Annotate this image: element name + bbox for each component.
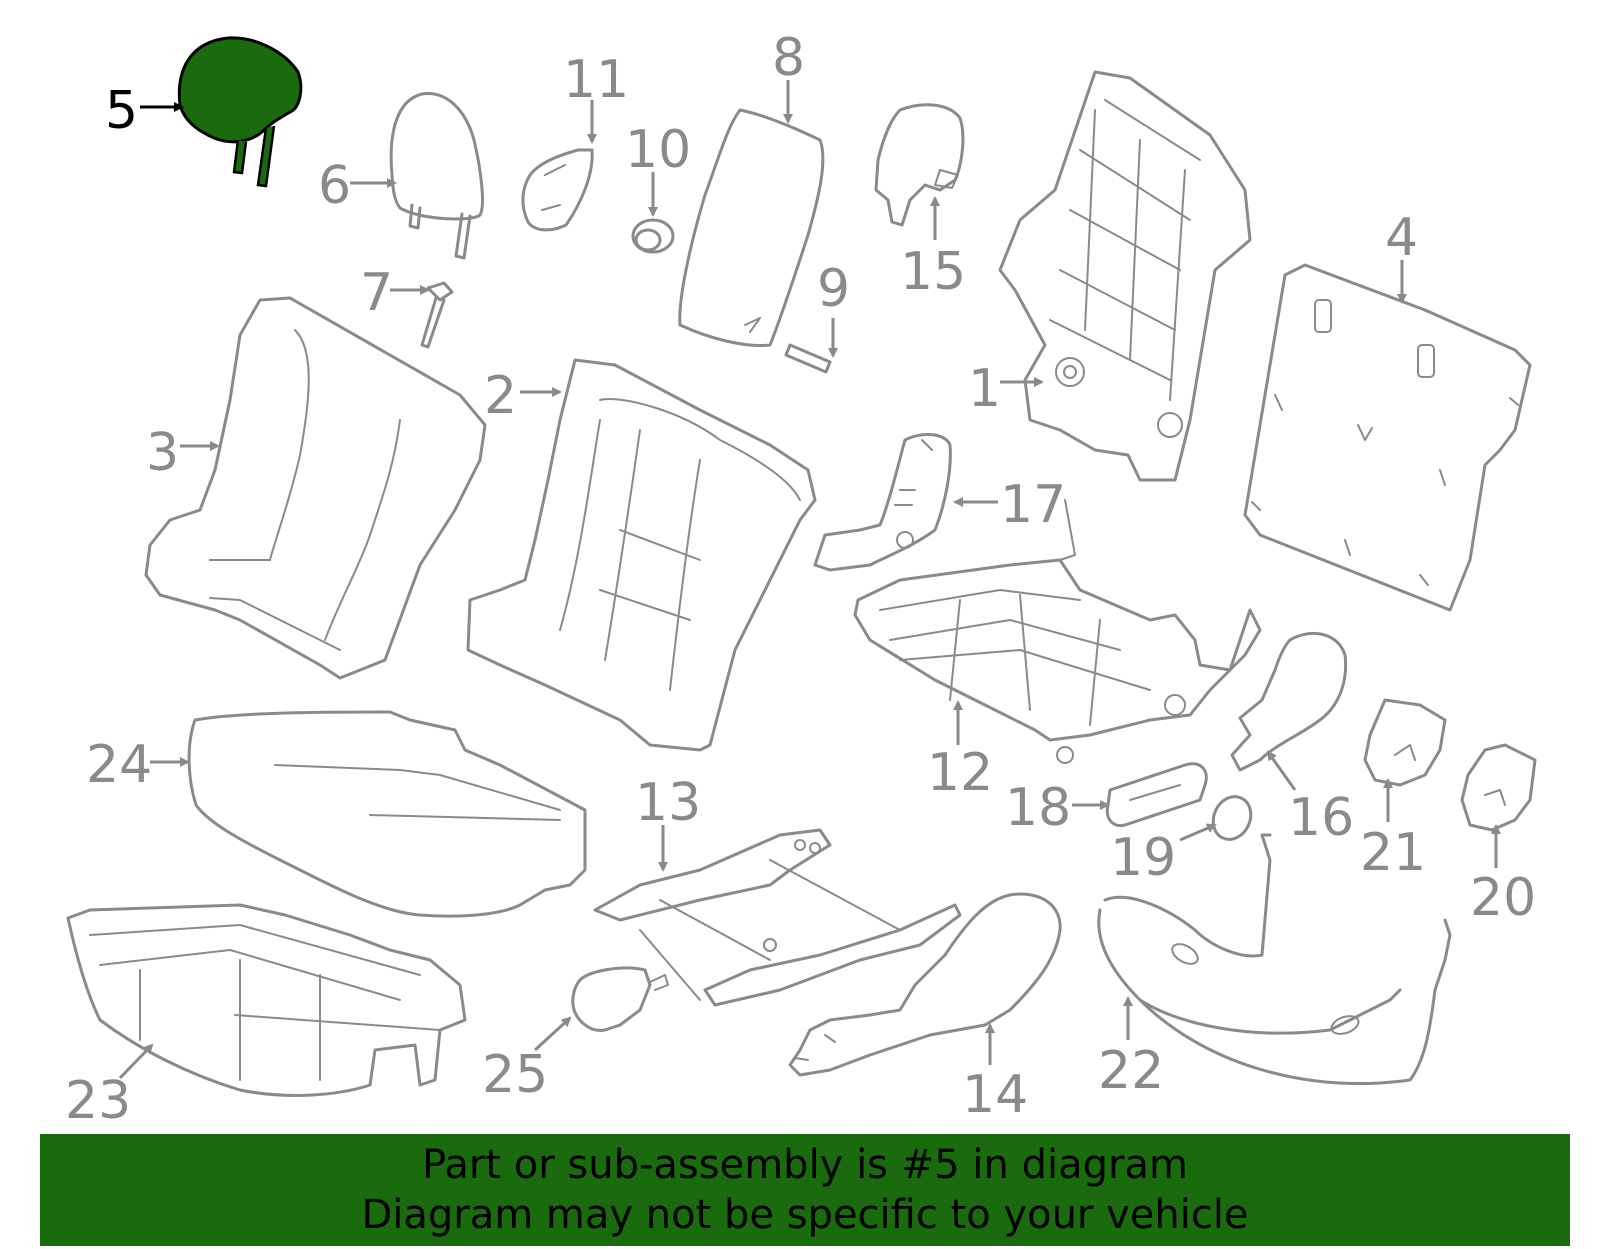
callout-25: 25 <box>482 1045 548 1105</box>
callout-numbers: 5 6 7 11 10 8 9 15 1 4 3 2 17 12 16 21 2… <box>65 28 1536 1131</box>
callout-7: 7 <box>360 263 393 323</box>
arrow-19 <box>1179 823 1217 842</box>
callout-3: 3 <box>146 423 179 483</box>
callout-9: 9 <box>817 259 850 319</box>
callout-18: 18 <box>1005 778 1071 838</box>
callout-14: 14 <box>962 1065 1028 1125</box>
part-7-pin[interactable] <box>420 281 454 349</box>
leader-arrows <box>118 80 1501 1080</box>
part-11-trim[interactable] <box>521 148 594 232</box>
part-19-cap[interactable] <box>1206 790 1257 845</box>
part-13-rails[interactable] <box>593 828 962 1007</box>
callout-15: 15 <box>900 242 966 302</box>
banner-line-1: Part or sub-assembly is #5 in diagram <box>422 1142 1188 1188</box>
part-10-grommet[interactable] <box>631 218 675 254</box>
callout-24: 24 <box>86 735 152 795</box>
callout-11: 11 <box>563 50 629 110</box>
callout-22: 22 <box>1098 1041 1164 1101</box>
part-22-cables[interactable] <box>1097 833 1452 1085</box>
part-14-side-shield[interactable] <box>788 892 1062 1077</box>
part-17-side-trim[interactable] <box>813 433 952 572</box>
info-banner: Part or sub-assembly is #5 in diagram Di… <box>40 1134 1570 1246</box>
part-8-pad[interactable] <box>678 108 825 348</box>
callout-6: 6 <box>318 156 351 216</box>
part-16-cover[interactable] <box>1230 631 1348 772</box>
part-20-bracket[interactable] <box>1460 743 1537 832</box>
part-23-cushion-pan[interactable] <box>66 903 467 1097</box>
part-15-cover[interactable] <box>874 103 965 227</box>
callout-2: 2 <box>484 366 517 426</box>
part-12-cushion-frame[interactable] <box>853 499 1262 764</box>
callout-10: 10 <box>625 120 691 180</box>
callout-12: 12 <box>927 743 993 803</box>
part-1-seatback-frame[interactable] <box>998 70 1252 482</box>
part-4-back-panel[interactable] <box>1243 263 1532 612</box>
callout-8: 8 <box>772 28 805 88</box>
callout-1: 1 <box>968 359 1001 419</box>
part-21-bracket[interactable] <box>1363 698 1447 787</box>
callout-21: 21 <box>1360 823 1426 883</box>
part-18-handle[interactable] <box>1105 762 1208 828</box>
arrow-25 <box>533 1016 572 1052</box>
callout-13: 13 <box>635 773 701 833</box>
banner-line-2: Diagram may not be specific to your vehi… <box>361 1192 1249 1238</box>
callout-5: 5 <box>105 81 138 141</box>
part-3-seatback-pad[interactable] <box>144 296 487 680</box>
arrow-16 <box>1266 750 1297 791</box>
callout-20: 20 <box>1470 868 1536 928</box>
part-25-cover[interactable] <box>571 966 669 1032</box>
arrow-23 <box>118 1043 154 1080</box>
part-24-cushion-pad[interactable] <box>187 710 587 918</box>
callout-4: 4 <box>1385 208 1418 268</box>
callout-16: 16 <box>1288 788 1354 848</box>
part-5-headrest[interactable] <box>177 36 303 188</box>
part-9-bolt[interactable] <box>784 343 832 374</box>
callout-17: 17 <box>1000 475 1066 535</box>
part-6-headrest[interactable] <box>389 92 484 260</box>
callout-19: 19 <box>1110 828 1176 888</box>
part-2-seatback-cover[interactable] <box>466 358 817 752</box>
callout-23: 23 <box>65 1071 131 1131</box>
